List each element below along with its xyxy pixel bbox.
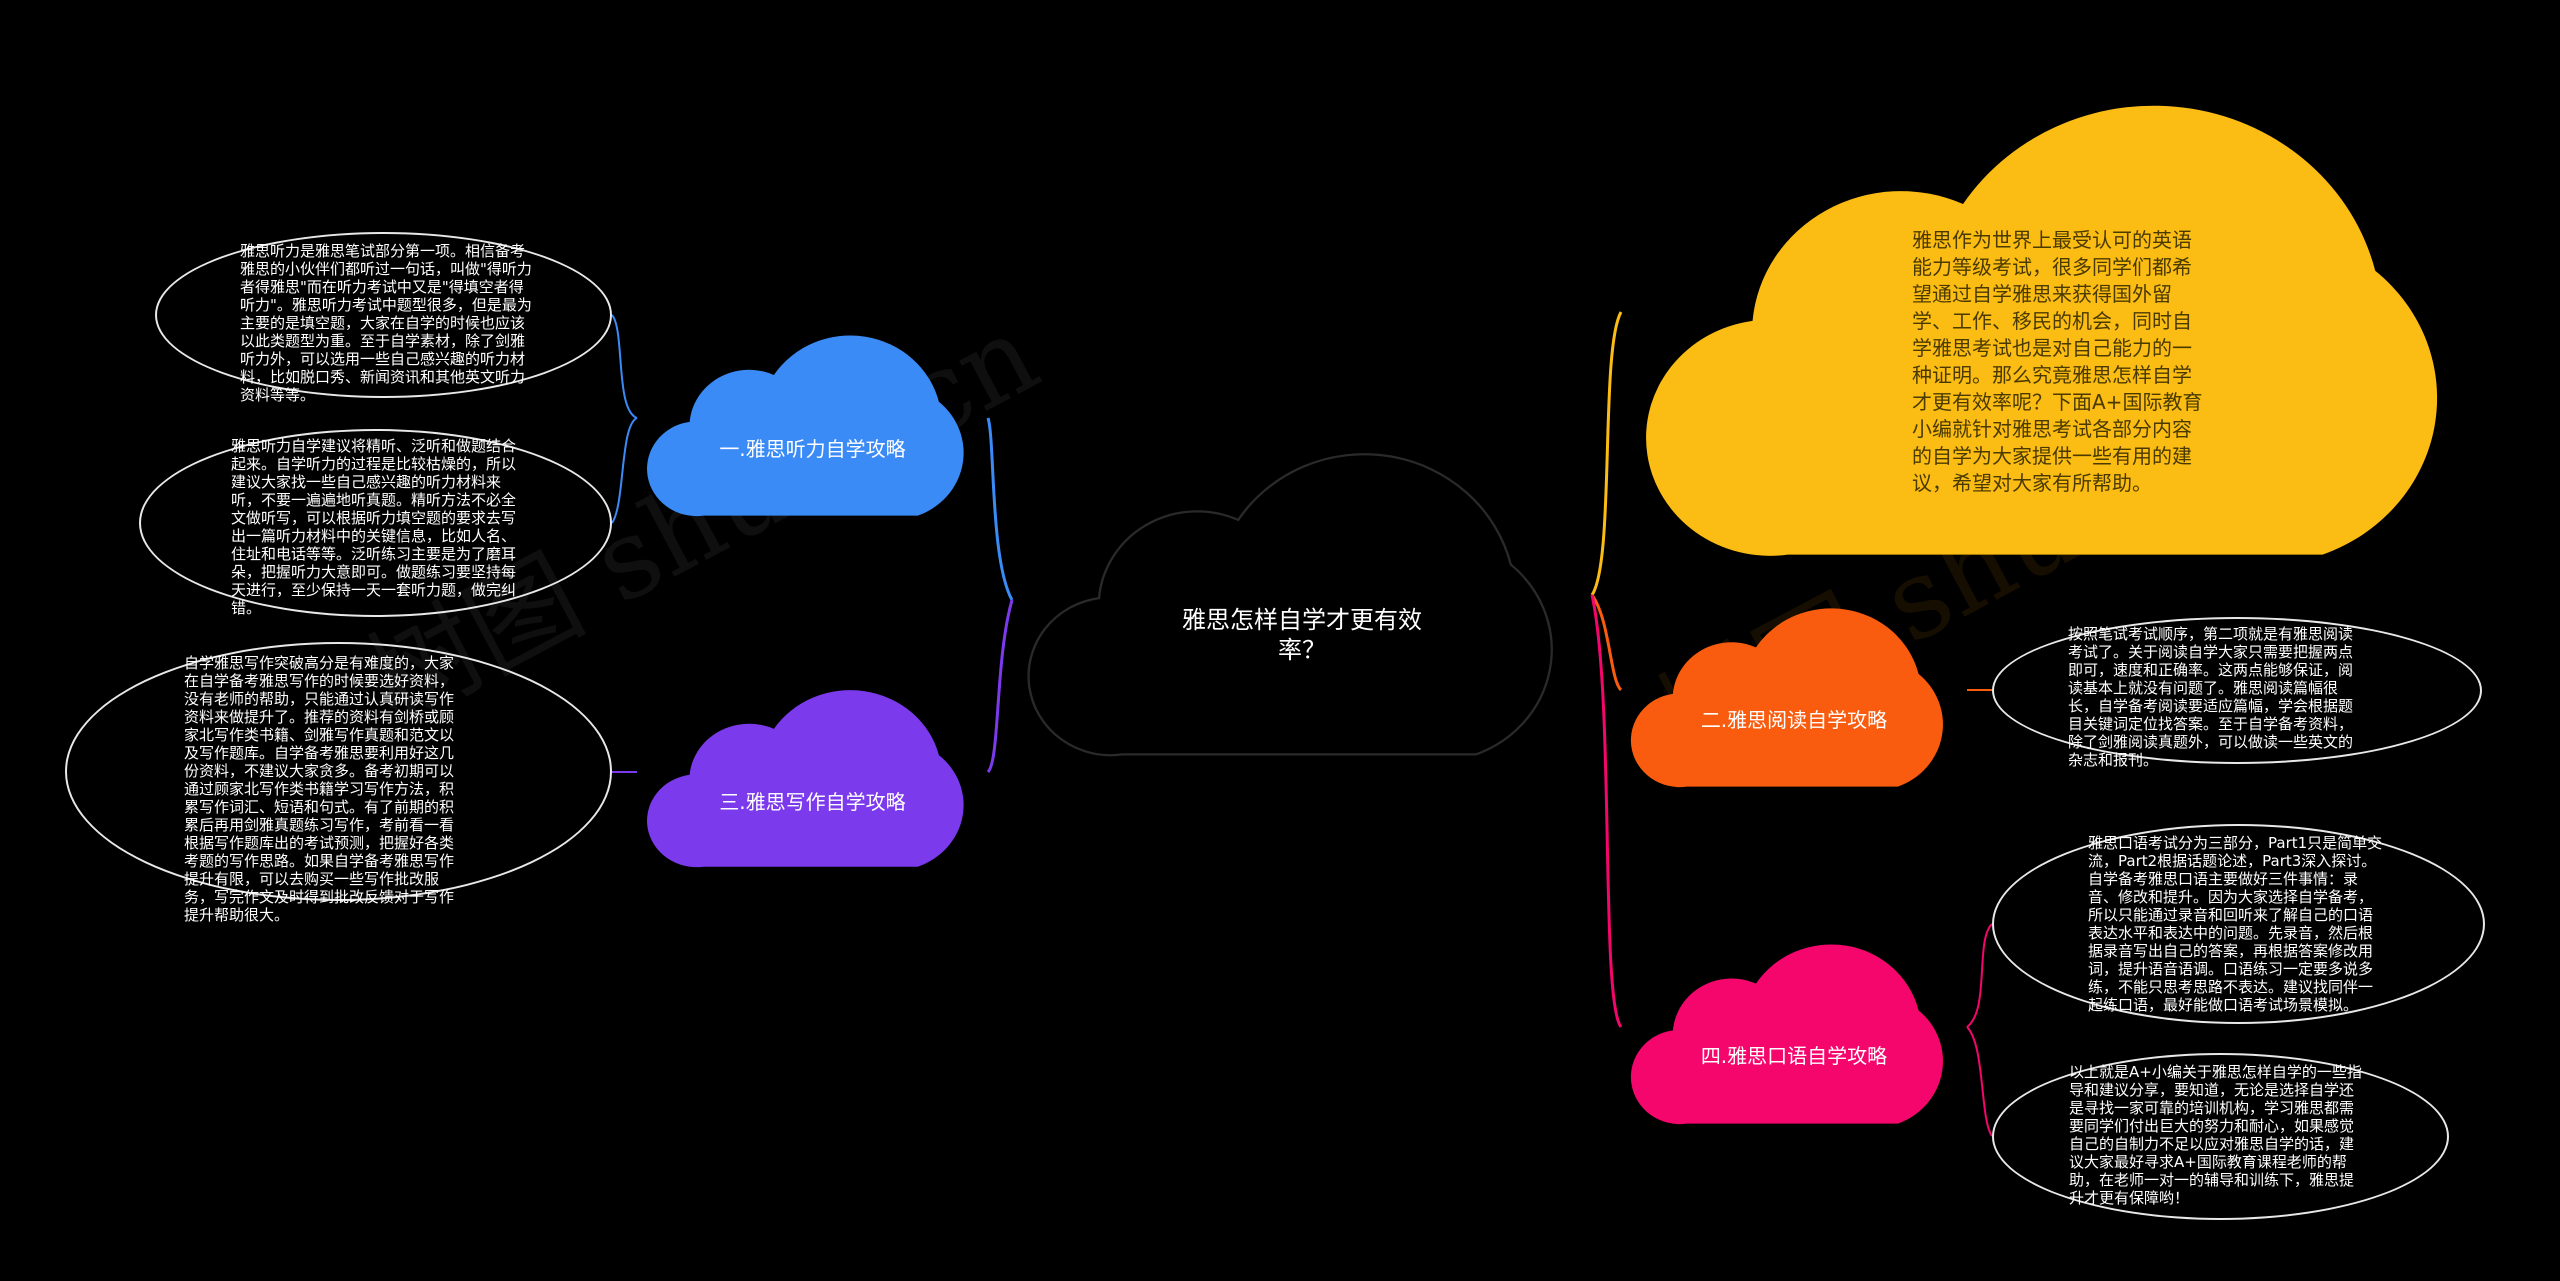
note-speaking-2[interactable]: 以上就是A+小编关于雅思怎样自学的一些指导和建议分享，要知道，无论是选择自学还是…	[1992, 1053, 2449, 1220]
link-listening-note2	[611, 417, 638, 524]
central-topic-node[interactable]: 雅思怎样自学才更有效率？	[1012, 425, 1592, 760]
link-center-reading	[1590, 594, 1623, 692]
central-topic-title: 雅思怎样自学才更有效率？	[1182, 606, 1422, 664]
note-text: 雅思听力自学建议将精听、泛听和做题结合起来。自学听力的过程是比较枯燥的，所以建议…	[231, 437, 517, 617]
intro-text: 雅思作为世界上最受认可的英语能力等级考试，很多同学们都希望通过自学雅思来获得国外…	[1912, 228, 2203, 495]
link-center-writing	[986, 599, 1014, 774]
branch-speaking[interactable]: 四.雅思口语自学攻略	[1621, 927, 1967, 1127]
branch-reading[interactable]: 二.雅思阅读自学攻略	[1621, 591, 1967, 790]
link-listening-note1	[611, 314, 638, 419]
link-center-intro	[1590, 311, 1623, 596]
note-speaking-1[interactable]: 雅思口语考试分为三部分，Part1只是简单交流，Part2根据话题论述，Part…	[1992, 824, 2485, 1024]
branch-listening[interactable]: 一.雅思听力自学攻略	[637, 318, 988, 519]
intro-node[interactable]: 雅思作为世界上最受认可的英语能力等级考试，很多同学们都希望通过自学雅思来获得国外…	[1621, 62, 2498, 563]
branch-writing[interactable]: 三.雅思写作自学攻略	[637, 673, 988, 870]
link-center-listening	[986, 417, 1014, 601]
note-text: 自学雅思写作突破高分是有难度的，大家在自学备考雅思写作的时候要选好资料，没有老师…	[184, 654, 455, 924]
note-listening-2[interactable]: 雅思听力自学建议将精听、泛听和做题结合起来。自学听力的过程是比较枯燥的，所以建议…	[139, 429, 612, 617]
note-text: 以上就是A+小编关于雅思怎样自学的一些指导和建议分享，要知道，无论是选择自学还是…	[2069, 1063, 2362, 1207]
note-text: 雅思听力是雅思笔试部分第一项。相信备考雅思的小伙伴们都听过一句话，叫做"得听力者…	[240, 242, 532, 404]
link-speaking-note2	[1966, 1026, 1993, 1137]
branch-label: 四.雅思口语自学攻略	[1700, 1044, 1888, 1068]
branch-label: 一.雅思听力自学攻略	[719, 437, 906, 461]
note-text: 雅思口语考试分为三部分，Part1只是简单交流，Part2根据话题论述，Part…	[2088, 834, 2383, 1014]
branch-label: 三.雅思写作自学攻略	[719, 790, 906, 814]
note-listening-1[interactable]: 雅思听力是雅思笔试部分第一项。相信备考雅思的小伙伴们都听过一句话，叫做"得听力者…	[155, 232, 612, 404]
note-text: 按照笔试考试顺序，第二项就是有雅思阅读考试了。关于阅读自学大家只需要把握两点即可…	[2068, 625, 2354, 769]
link-speaking-note1	[1966, 923, 1993, 1028]
note-writing-1[interactable]: 自学雅思写作突破高分是有难度的，大家在自学备考雅思写作的时候要选好资料，没有老师…	[65, 642, 612, 924]
link-center-speaking	[1590, 594, 1623, 1028]
branch-label: 二.雅思阅读自学攻略	[1700, 708, 1888, 732]
note-reading-1[interactable]: 按照笔试考试顺序，第二项就是有雅思阅读考试了。关于阅读自学大家只需要把握两点即可…	[1992, 617, 2482, 769]
